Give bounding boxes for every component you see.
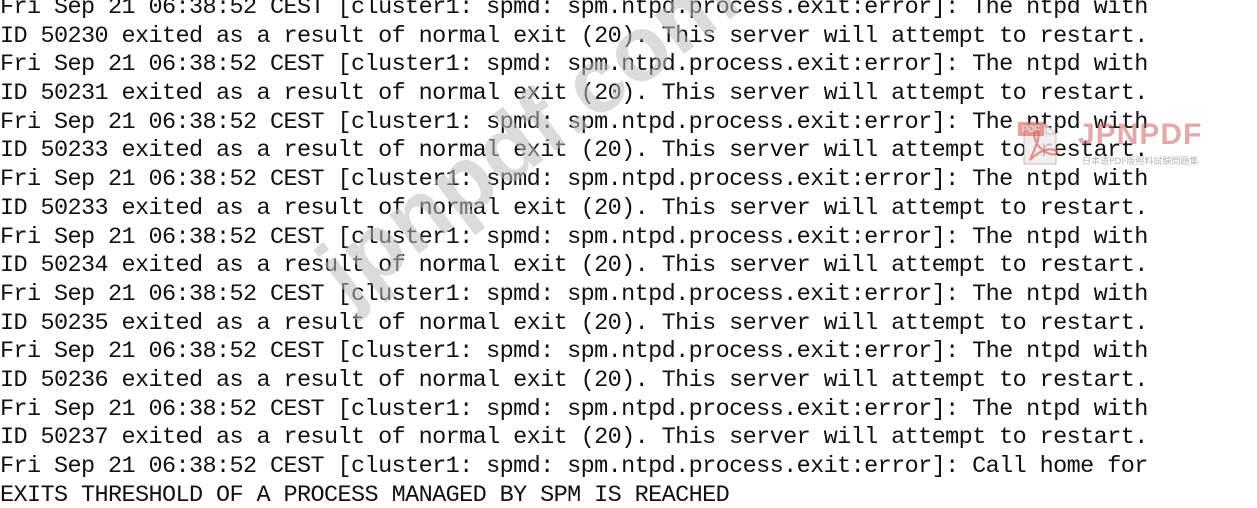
log-line: ID 50234 exited as a result of normal ex… — [0, 252, 1148, 280]
log-line: EXITS THRESHOLD OF A PROCESS MANAGED BY … — [0, 481, 730, 508]
log-line: ID 50235 exited as a result of normal ex… — [0, 309, 1148, 337]
log-line: Fri Sep 21 06:38:52 CEST [cluster1: spmd… — [0, 51, 1148, 79]
log-line: Fri Sep 21 06:38:52 CEST [cluster1: spmd… — [0, 453, 1148, 480]
log-line: ID 50233 exited as a result of normal ex… — [0, 137, 1148, 165]
log-line: ID 50230 exited as a result of normal ex… — [0, 22, 1148, 50]
log-line: ID 50237 exited as a result of normal ex… — [0, 424, 1148, 452]
log-line: ID 50231 exited as a result of normal ex… — [0, 80, 1148, 108]
log-line: ID 50233 exited as a result of normal ex… — [0, 194, 1148, 222]
log-line: Fri Sep 21 06:38:52 CEST [cluster1: spmd… — [0, 280, 1148, 308]
log-line: Fri Sep 21 06:38:52 CEST [cluster1: spmd… — [0, 338, 1148, 366]
log-line: Fri Sep 21 06:38:52 CEST [cluster1: spmd… — [0, 223, 1148, 251]
log-line: ID 50236 exited as a result of normal ex… — [0, 366, 1148, 394]
log-line: Fri Sep 21 06:38:52 CEST [cluster1: spmd… — [0, 166, 1148, 194]
log-line: Fri Sep 21 06:38:52 CEST [cluster1: spmd… — [0, 108, 1148, 136]
log-line: Fri Sep 21 06:38:52 CEST [cluster1: spmd… — [0, 395, 1148, 423]
log-line: Fri Sep 21 06:38:52 CEST [cluster1: spmd… — [0, 0, 1148, 21]
